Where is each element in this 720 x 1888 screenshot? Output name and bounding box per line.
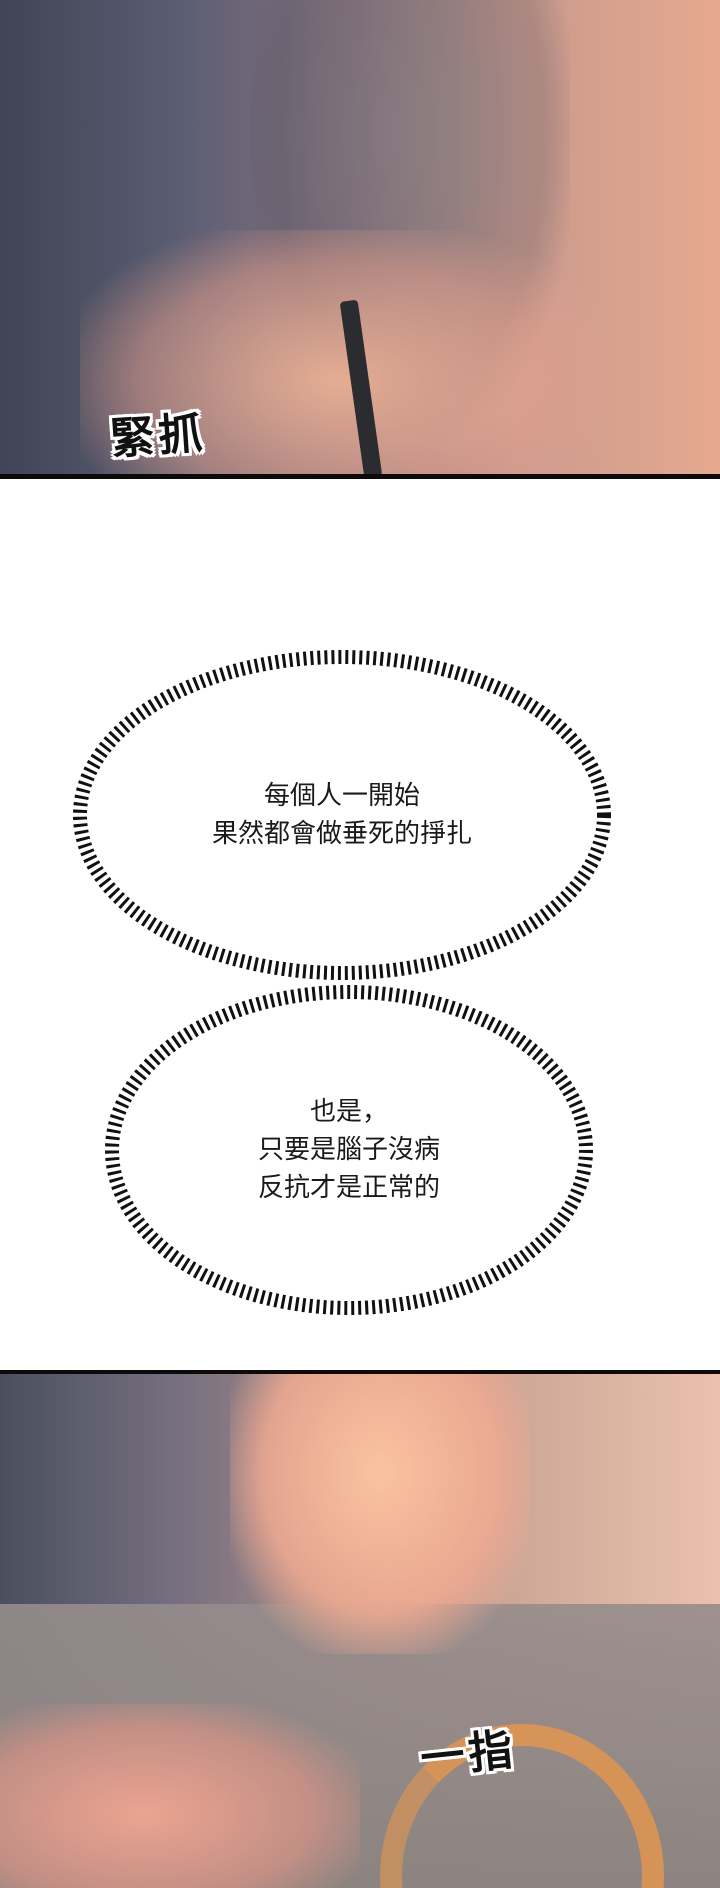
abstract-shape	[0, 1704, 360, 1888]
spiky-bubble-outline-icon	[105, 985, 593, 1315]
bubble-line: 反抗才是正常的	[257, 1173, 440, 1203]
comic-panel-top	[0, 0, 720, 478]
abstract-shape	[230, 1374, 530, 1654]
speech-bubble: 每個人一開始 果然都會做垂死的掙扎	[72, 650, 612, 980]
panel-border	[0, 1370, 720, 1375]
speech-bubble: 也是， 只要是腦子沒病 反抗才是正常的	[104, 985, 594, 1315]
bubble-line: 每個人一開始	[263, 781, 420, 811]
sound-effect-text: 一指	[418, 1724, 519, 1785]
comic-panel-bottom	[0, 1374, 720, 1888]
bubble-line: 只要是腦子沒病	[257, 1135, 440, 1165]
bubble-text: 每個人一開始 果然都會做垂死的掙扎	[212, 777, 472, 853]
bubble-text: 也是， 只要是腦子沒病 反抗才是正常的	[258, 1093, 440, 1207]
panel-border	[0, 474, 720, 479]
bubble-line: 果然都會做垂死的掙扎	[211, 819, 472, 849]
spiky-bubble-outline-icon	[73, 650, 611, 980]
abstract-shape	[80, 230, 600, 478]
bubble-line: 也是，	[309, 1097, 388, 1127]
sound-effect-text: 緊抓	[108, 407, 208, 466]
